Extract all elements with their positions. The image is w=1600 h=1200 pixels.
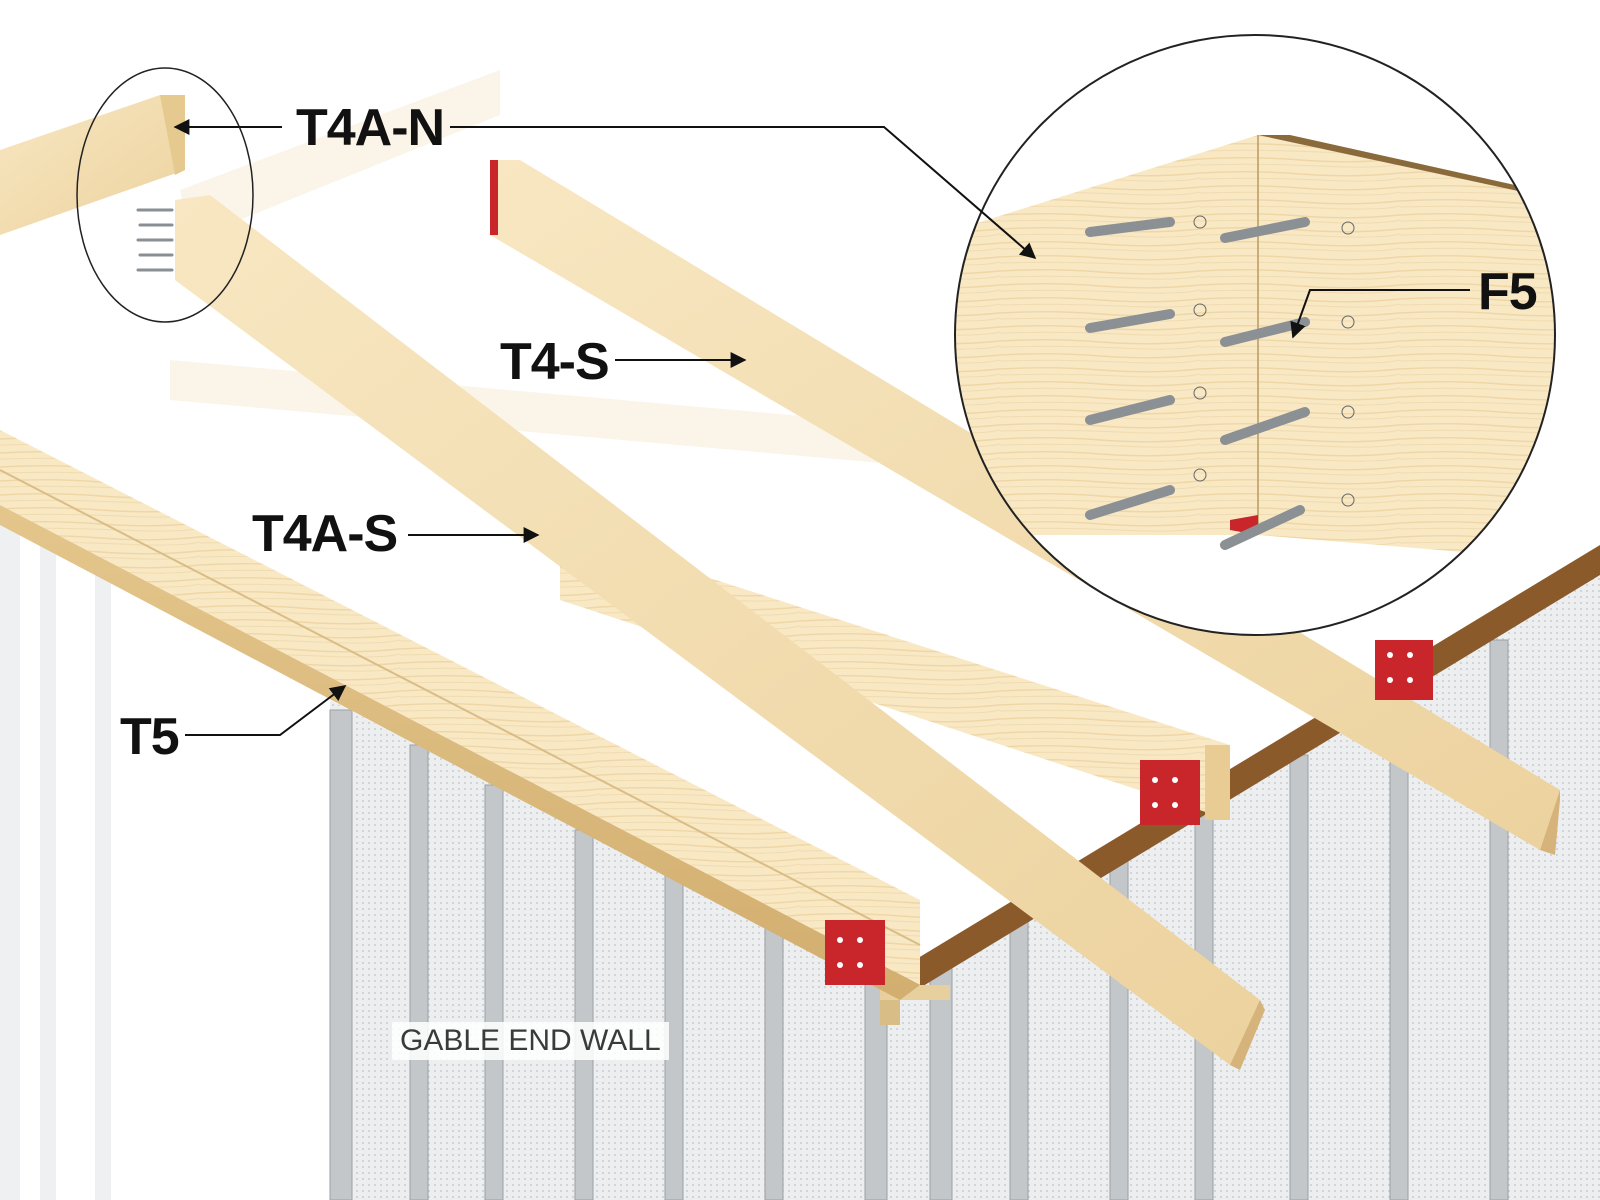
leader-t5 <box>185 685 347 736</box>
label-t4a-n: T4A-N <box>296 99 445 157</box>
callout-marker-ellipse <box>76 67 254 323</box>
label-t4a-s: T4A-S <box>252 505 398 563</box>
label-t4-s: T4-S <box>500 333 610 391</box>
screw-icon <box>136 208 174 272</box>
faded-wall-left <box>0 520 111 1200</box>
leader-t4a-n-detail <box>450 126 1037 260</box>
connector-plate-icon <box>1375 640 1433 700</box>
leader-lines <box>173 119 1470 736</box>
gable-end-wall-caption: GABLE END WALL <box>392 1022 669 1060</box>
rafter-t4a-n <box>0 95 185 235</box>
leader-f5 <box>1290 289 1470 339</box>
label-t5: T5 <box>120 708 180 766</box>
label-f5: F5 <box>1478 263 1538 321</box>
connector-plate-icon <box>825 920 885 985</box>
rafter-t4a-s <box>175 195 1265 1070</box>
beam-t5 <box>0 430 921 1000</box>
magnifier-circle-icon <box>954 34 1556 636</box>
connector-plate-icon <box>1140 760 1200 825</box>
